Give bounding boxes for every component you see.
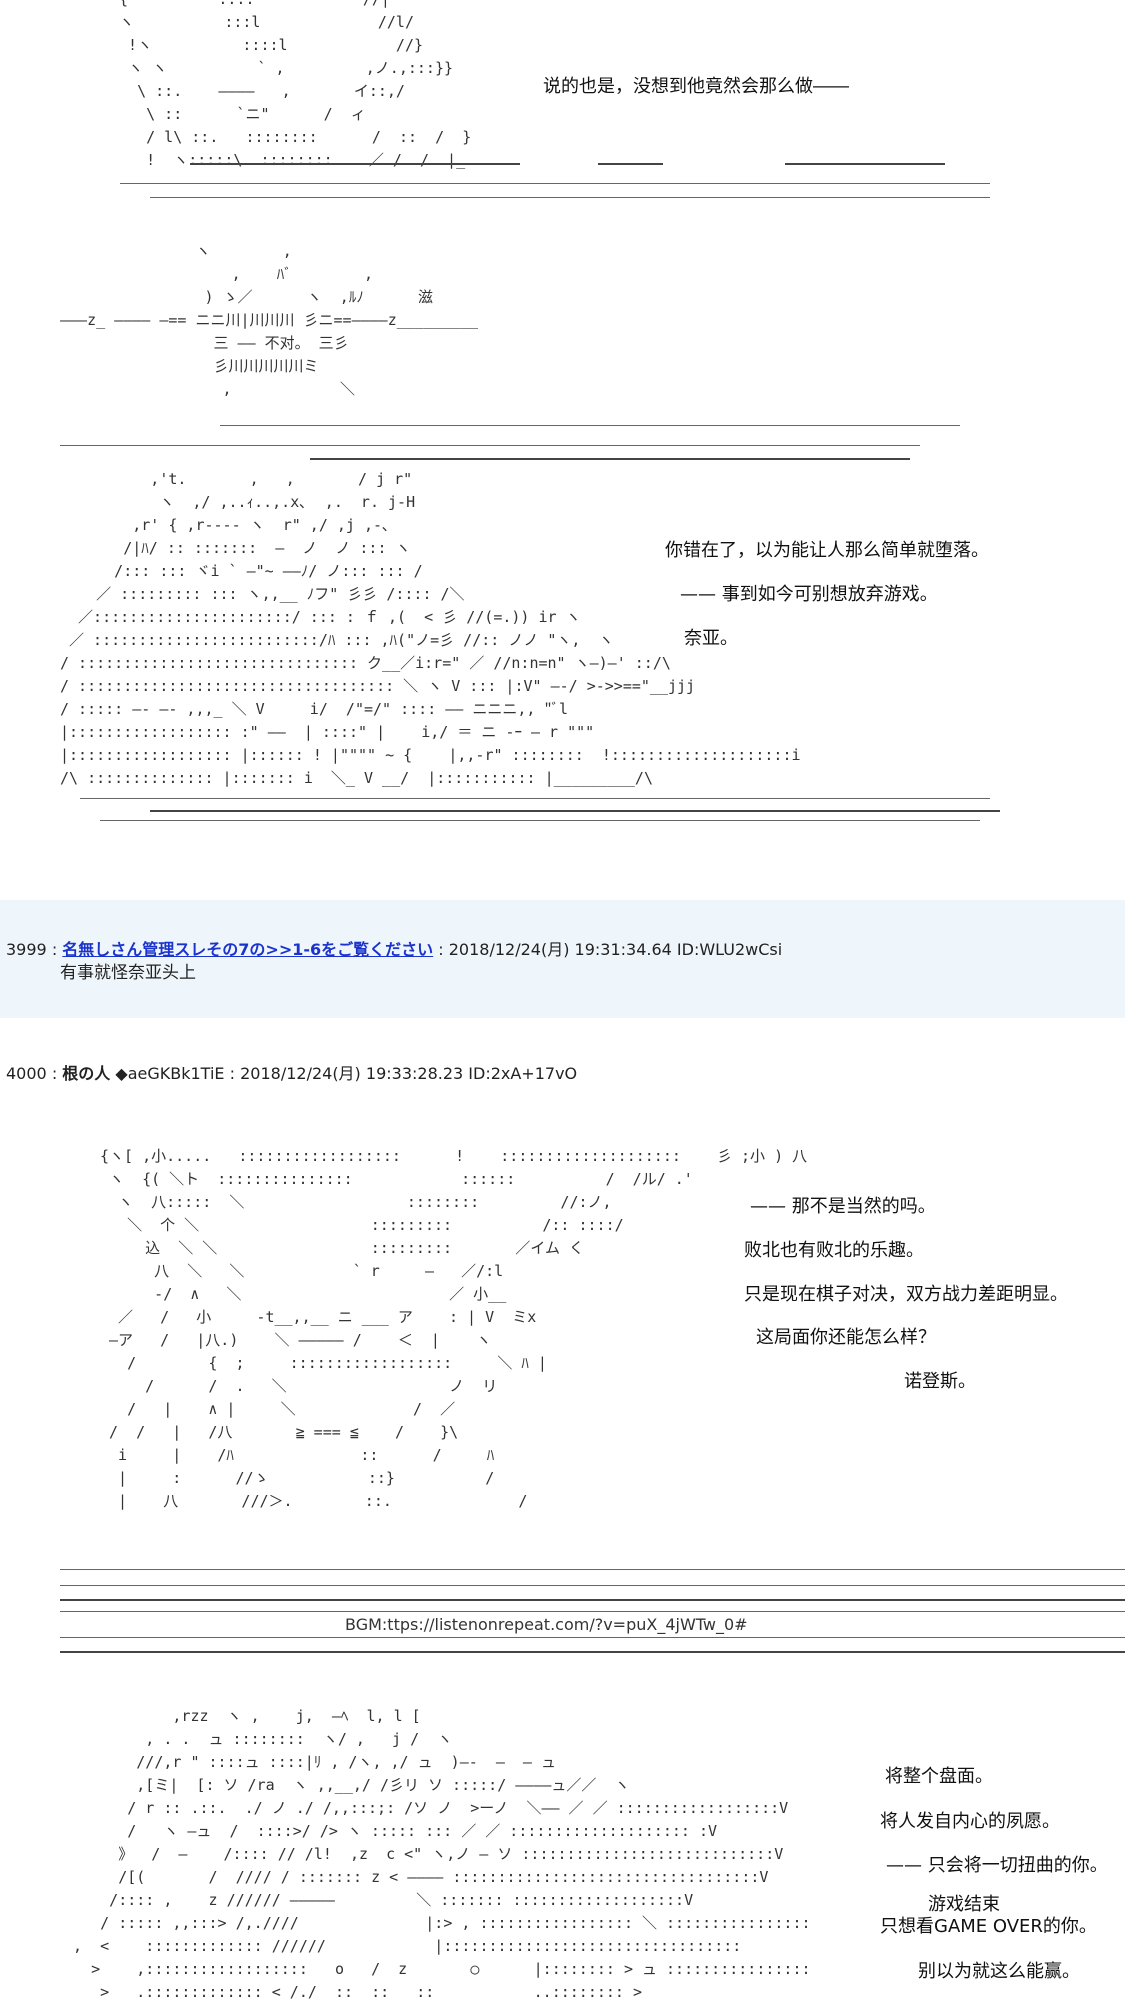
panel-4-caption-5: 诺登斯。 [904,1371,976,1392]
ground-line [150,197,990,198]
ground-line [60,1569,1125,1570]
ground-line [120,183,990,184]
ground-line [220,425,960,426]
post-3999: 3999 : 名無しさん管理スレその7の>>1-6をご覧ください : 2018/… [0,900,1125,1018]
panel-5-caption-3: —— 只会将一切扭曲的你。 [886,1855,1108,1876]
panel-4-caption-2: 败北也有败北的乐趣。 [744,1240,924,1261]
panel-4-caption-1: —— 那不是当然的吗。 [750,1196,936,1217]
ascii-art-block-4: {ヽ[ ,小..... :::::::::::::::::: ! :::::::… [100,1147,808,1510]
ground-line [60,1611,1125,1612]
post-body: 有事就怪奈亚头上 [60,963,196,983]
panel-5-caption-4: 游戏结束 [928,1894,1000,1915]
post-header: 3999 : 名無しさん管理スレその7の>>1-6をご覧ください : 2018/… [6,940,783,959]
ground-line [60,1599,1125,1601]
panel-5-caption-6: 别以为就这么能赢。 [918,1961,1080,1982]
panel-2: ヽ , , ﾊﾞ , ) ゝ／ ヽ ,ﾙﾉ 滋 ―――z_ ―――― ―== ニ… [0,240,1125,460]
panel-3: ,'t. , , / j r" ヽ ,/ ,..ｨ..,.x､ ,. r. j-… [0,468,1125,848]
ascii-art-block-3: ,'t. , , / j r" ヽ ,/ ,..ｨ..,.x､ ,. r. j-… [60,470,801,787]
ground-line [150,810,1000,812]
panel-5-caption-2: 将人发自内心的夙愿。 [880,1811,1060,1832]
panel-1-caption: 说的也是，没想到他竟然会那么做―― [543,76,849,97]
ground-line [100,820,980,821]
panel-5-caption-5: 只想看GAME OVER的你。 [880,1916,1097,1937]
bgm-link[interactable]: BGM:ttps://listenonrepeat.com/?v=puX_4jW… [345,1615,748,1634]
post-number: 4000 [6,1064,47,1083]
ascii-art-block-2: ヽ , , ﾊﾞ , ) ゝ／ ヽ ,ﾙﾉ 滋 ―――z_ ―――― ―== ニ… [60,242,479,398]
ascii-art-block-1: { :::: //| ヽ :::l //l/ !ヽ ::::l //} ヽ ヽ … [119,0,472,169]
post-meta: 2018/12/24(月) 19:31:34.64 ID:WLU2wCsi [448,940,783,959]
ground-line [310,458,910,460]
panel-5: ,rzz ヽ , j, ―ﾍ l, l [ , . . ュ :::::::: ヽ… [0,1695,1125,2001]
ground-line [80,798,990,799]
post-meta: 2018/12/24(月) 19:33:28.23 ID:2xA+17vO [240,1064,578,1083]
poster-name-link[interactable]: 名無しさん管理スレその7の>>1-6をご覧ください [62,940,434,959]
ground-line [190,163,520,165]
ground-line [785,163,945,165]
panel-4-caption-3: 只是现在棋子对决，双方战力差距明显。 [744,1284,1068,1305]
panel-1: { :::: //| ヽ :::l //l/ !ヽ ::::l //} ヽ ヽ … [0,0,1125,198]
post-number: 3999 [6,940,47,959]
ascii-art-block-5: ,rzz ヽ , j, ―ﾍ l, l [ , . . ュ :::::::: ヽ… [73,1707,811,2001]
post-header: 4000 : 根の人 ◆aeGKBk1TiE : 2018/12/24(月) 1… [6,1064,578,1083]
poster-trip: ◆aeGKBk1TiE [115,1064,225,1083]
ground-line [60,445,920,446]
panel-4: {ヽ[ ,小..... :::::::::::::::::: ! :::::::… [0,1145,1125,1525]
panel-5-caption-1: 将整个盘面。 [885,1766,993,1787]
bgm-band: BGM:ttps://listenonrepeat.com/?v=puX_4jW… [0,1555,1125,1675]
panel-4-caption-4: 这局面你还能怎么样？ [756,1327,936,1348]
panel-3-caption-2: —— 事到如今可别想放弃游戏。 [680,584,938,605]
panel-3-caption-3: 奈亚。 [684,628,738,649]
poster-name: 根の人 [62,1064,111,1083]
post-4000: 4000 : 根の人 ◆aeGKBk1TiE : 2018/12/24(月) 1… [0,1050,1125,1090]
panel-3-caption-1: 你错在了，以为能让人那么简单就堕落。 [665,540,989,561]
ground-line [598,163,663,165]
ground-line [60,1637,1125,1638]
ground-line [60,1651,1125,1653]
ground-line [60,1585,1125,1586]
